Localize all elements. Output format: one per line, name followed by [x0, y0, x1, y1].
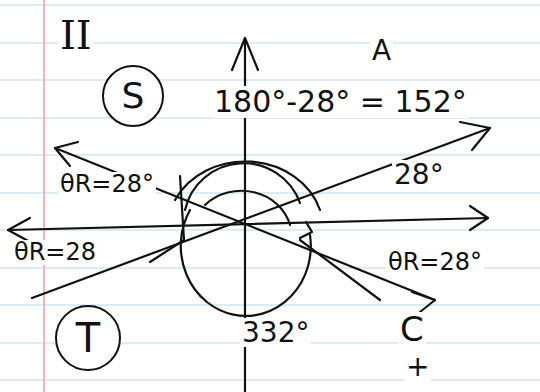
arrow-head [55, 142, 78, 166]
handwritten-label: C [398, 312, 426, 348]
arrow-head [460, 122, 490, 150]
arrow-head [412, 292, 435, 312]
angle-arc [300, 240, 380, 300]
ruled-lines [0, 5, 540, 380]
node-text: T [76, 318, 100, 358]
handwritten-label: A [370, 36, 393, 65]
handwritten-label: + [404, 352, 431, 381]
handwritten-label: 28° [392, 160, 446, 189]
arrow-head [8, 218, 30, 242]
angle-arc [205, 191, 290, 225]
handwritten-label: θR=28° [386, 250, 484, 275]
circled-letter: T [55, 305, 121, 371]
angle-arc [175, 162, 320, 210]
handwritten-label: 332° [240, 318, 311, 347]
x-axis [8, 218, 488, 230]
ray-28 [32, 128, 490, 298]
margin-line [43, 0, 45, 392]
angle-arc [181, 210, 311, 316]
axes [8, 38, 490, 392]
arrow-head [300, 222, 312, 238]
handwritten-label: II [58, 14, 94, 56]
node-text: S [122, 78, 145, 114]
handwritten-label: 180°-28° = 152° [212, 86, 469, 118]
handwritten-label: θR=28° [58, 172, 156, 197]
arrow-head [232, 38, 258, 70]
ray-152 [55, 148, 435, 300]
arrow-head [470, 206, 488, 230]
handwritten-label: θR=28 [12, 240, 98, 265]
circled-letter: S [102, 65, 164, 127]
